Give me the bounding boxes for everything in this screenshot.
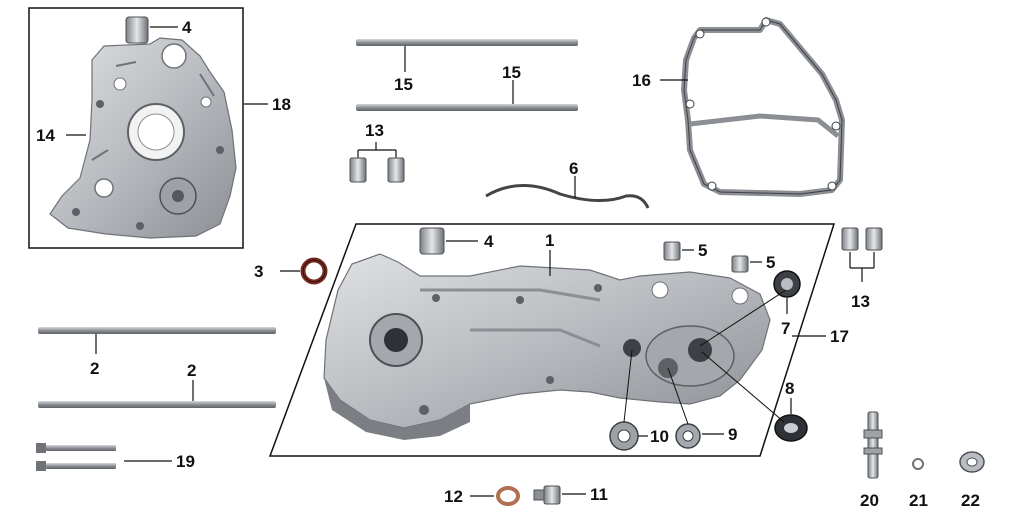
callout-4: 4 bbox=[484, 232, 494, 251]
stud-bolt-icon bbox=[38, 327, 276, 408]
gasket-icon bbox=[681, 17, 845, 197]
callout-14: 14 bbox=[36, 126, 55, 145]
callout-5: 5 bbox=[766, 253, 775, 272]
callout-10: 10 bbox=[650, 427, 669, 446]
bushing-icon bbox=[959, 451, 985, 473]
callout-7: 7 bbox=[781, 319, 790, 338]
callout-21: 21 bbox=[909, 491, 928, 510]
stud-bolt-icon bbox=[356, 39, 578, 111]
dowel-pin-icon bbox=[841, 227, 883, 251]
assembly-frame bbox=[268, 223, 836, 457]
callout-2: 2 bbox=[90, 359, 99, 378]
right-crankcase-cover-image bbox=[49, 37, 237, 239]
dowel-pin-icon bbox=[125, 16, 149, 44]
callout-8: 8 bbox=[785, 379, 794, 398]
washer-icon bbox=[496, 486, 520, 506]
left-crankcase-image bbox=[323, 253, 771, 440]
callout-6: 6 bbox=[569, 159, 578, 178]
breather-tube-icon bbox=[485, 184, 650, 209]
callout-2: 2 bbox=[187, 361, 196, 380]
callout-3: 3 bbox=[254, 262, 263, 281]
callout-22: 22 bbox=[961, 491, 980, 510]
kickstart-shaft-icon bbox=[863, 411, 883, 479]
callout-19: 19 bbox=[176, 452, 195, 471]
bolt-icon bbox=[36, 443, 116, 471]
callout-11: 11 bbox=[590, 485, 608, 504]
callout-17: 17 bbox=[830, 327, 849, 346]
circlip-icon bbox=[912, 458, 924, 470]
callout-12: 12 bbox=[444, 487, 463, 506]
dowel-pin-icon bbox=[663, 241, 749, 273]
callout-15: 15 bbox=[394, 75, 413, 94]
callout-13: 13 bbox=[851, 292, 870, 311]
callout-18: 18 bbox=[272, 95, 291, 114]
callout-5: 5 bbox=[698, 241, 707, 260]
dowel-pin-icon bbox=[349, 157, 405, 183]
callout-9: 9 bbox=[728, 425, 737, 444]
drain-bolt-icon bbox=[533, 485, 561, 505]
callout-16: 16 bbox=[632, 71, 651, 90]
oil-seal-icon bbox=[773, 270, 801, 298]
oil-seal-icon bbox=[300, 257, 328, 285]
callout-15: 15 bbox=[502, 63, 521, 82]
callout-20: 20 bbox=[860, 491, 879, 510]
callout-1: 1 bbox=[545, 231, 554, 250]
dowel-pin-icon bbox=[419, 227, 445, 255]
callout-13: 13 bbox=[365, 121, 384, 140]
callout-4: 4 bbox=[182, 18, 192, 37]
